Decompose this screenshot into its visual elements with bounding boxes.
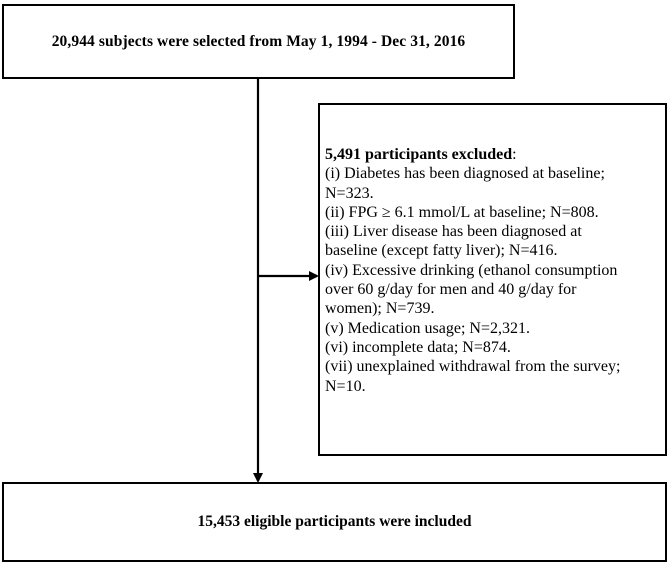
included-text: 15,453 eligible participants were includ… <box>197 513 472 530</box>
exclusion-line: over 60 g/day for men and 40 g/day for <box>325 281 577 299</box>
selection-text: 20,944 subjects were selected from May 1… <box>51 32 466 50</box>
exclusion-line: (i) Diabetes has been diagnosed at basel… <box>325 165 605 183</box>
exclusion-line: women); N=739. <box>325 300 435 318</box>
exclusion-title-colon: : <box>512 146 517 163</box>
exclusion-line: N=10. <box>325 377 366 395</box>
selection-box: 20,944 subjects were selected from May 1… <box>2 4 515 79</box>
exclusion-line: (iii) Liver disease has been diagnosed a… <box>325 223 582 241</box>
exclusion-line: baseline (except fatty liver); N=416. <box>325 242 558 260</box>
exclusion-line: (v) Medication usage; N=2,321. <box>325 319 530 337</box>
exclusion-line: (iv) Excessive drinking (ethanol consump… <box>325 261 618 279</box>
included-box: 15,453 eligible participants were includ… <box>2 482 667 562</box>
exclusion-line: (vii) unexplained withdrawal from the su… <box>325 358 621 376</box>
exclusion-line: N=323. <box>325 184 374 202</box>
exclusion-line: (ii) FPG ≥ 6.1 mmol/L at baseline; N=808… <box>325 203 599 221</box>
exclusion-line: (vi) incomplete data; N=874. <box>325 338 511 356</box>
exclusion-heading: 5,491 participants excluded: <box>325 145 661 164</box>
exclusion-box: 5,491 participants excluded: (i) Diabete… <box>318 103 667 456</box>
exclusion-title: 5,491 participants excluded <box>325 146 513 163</box>
